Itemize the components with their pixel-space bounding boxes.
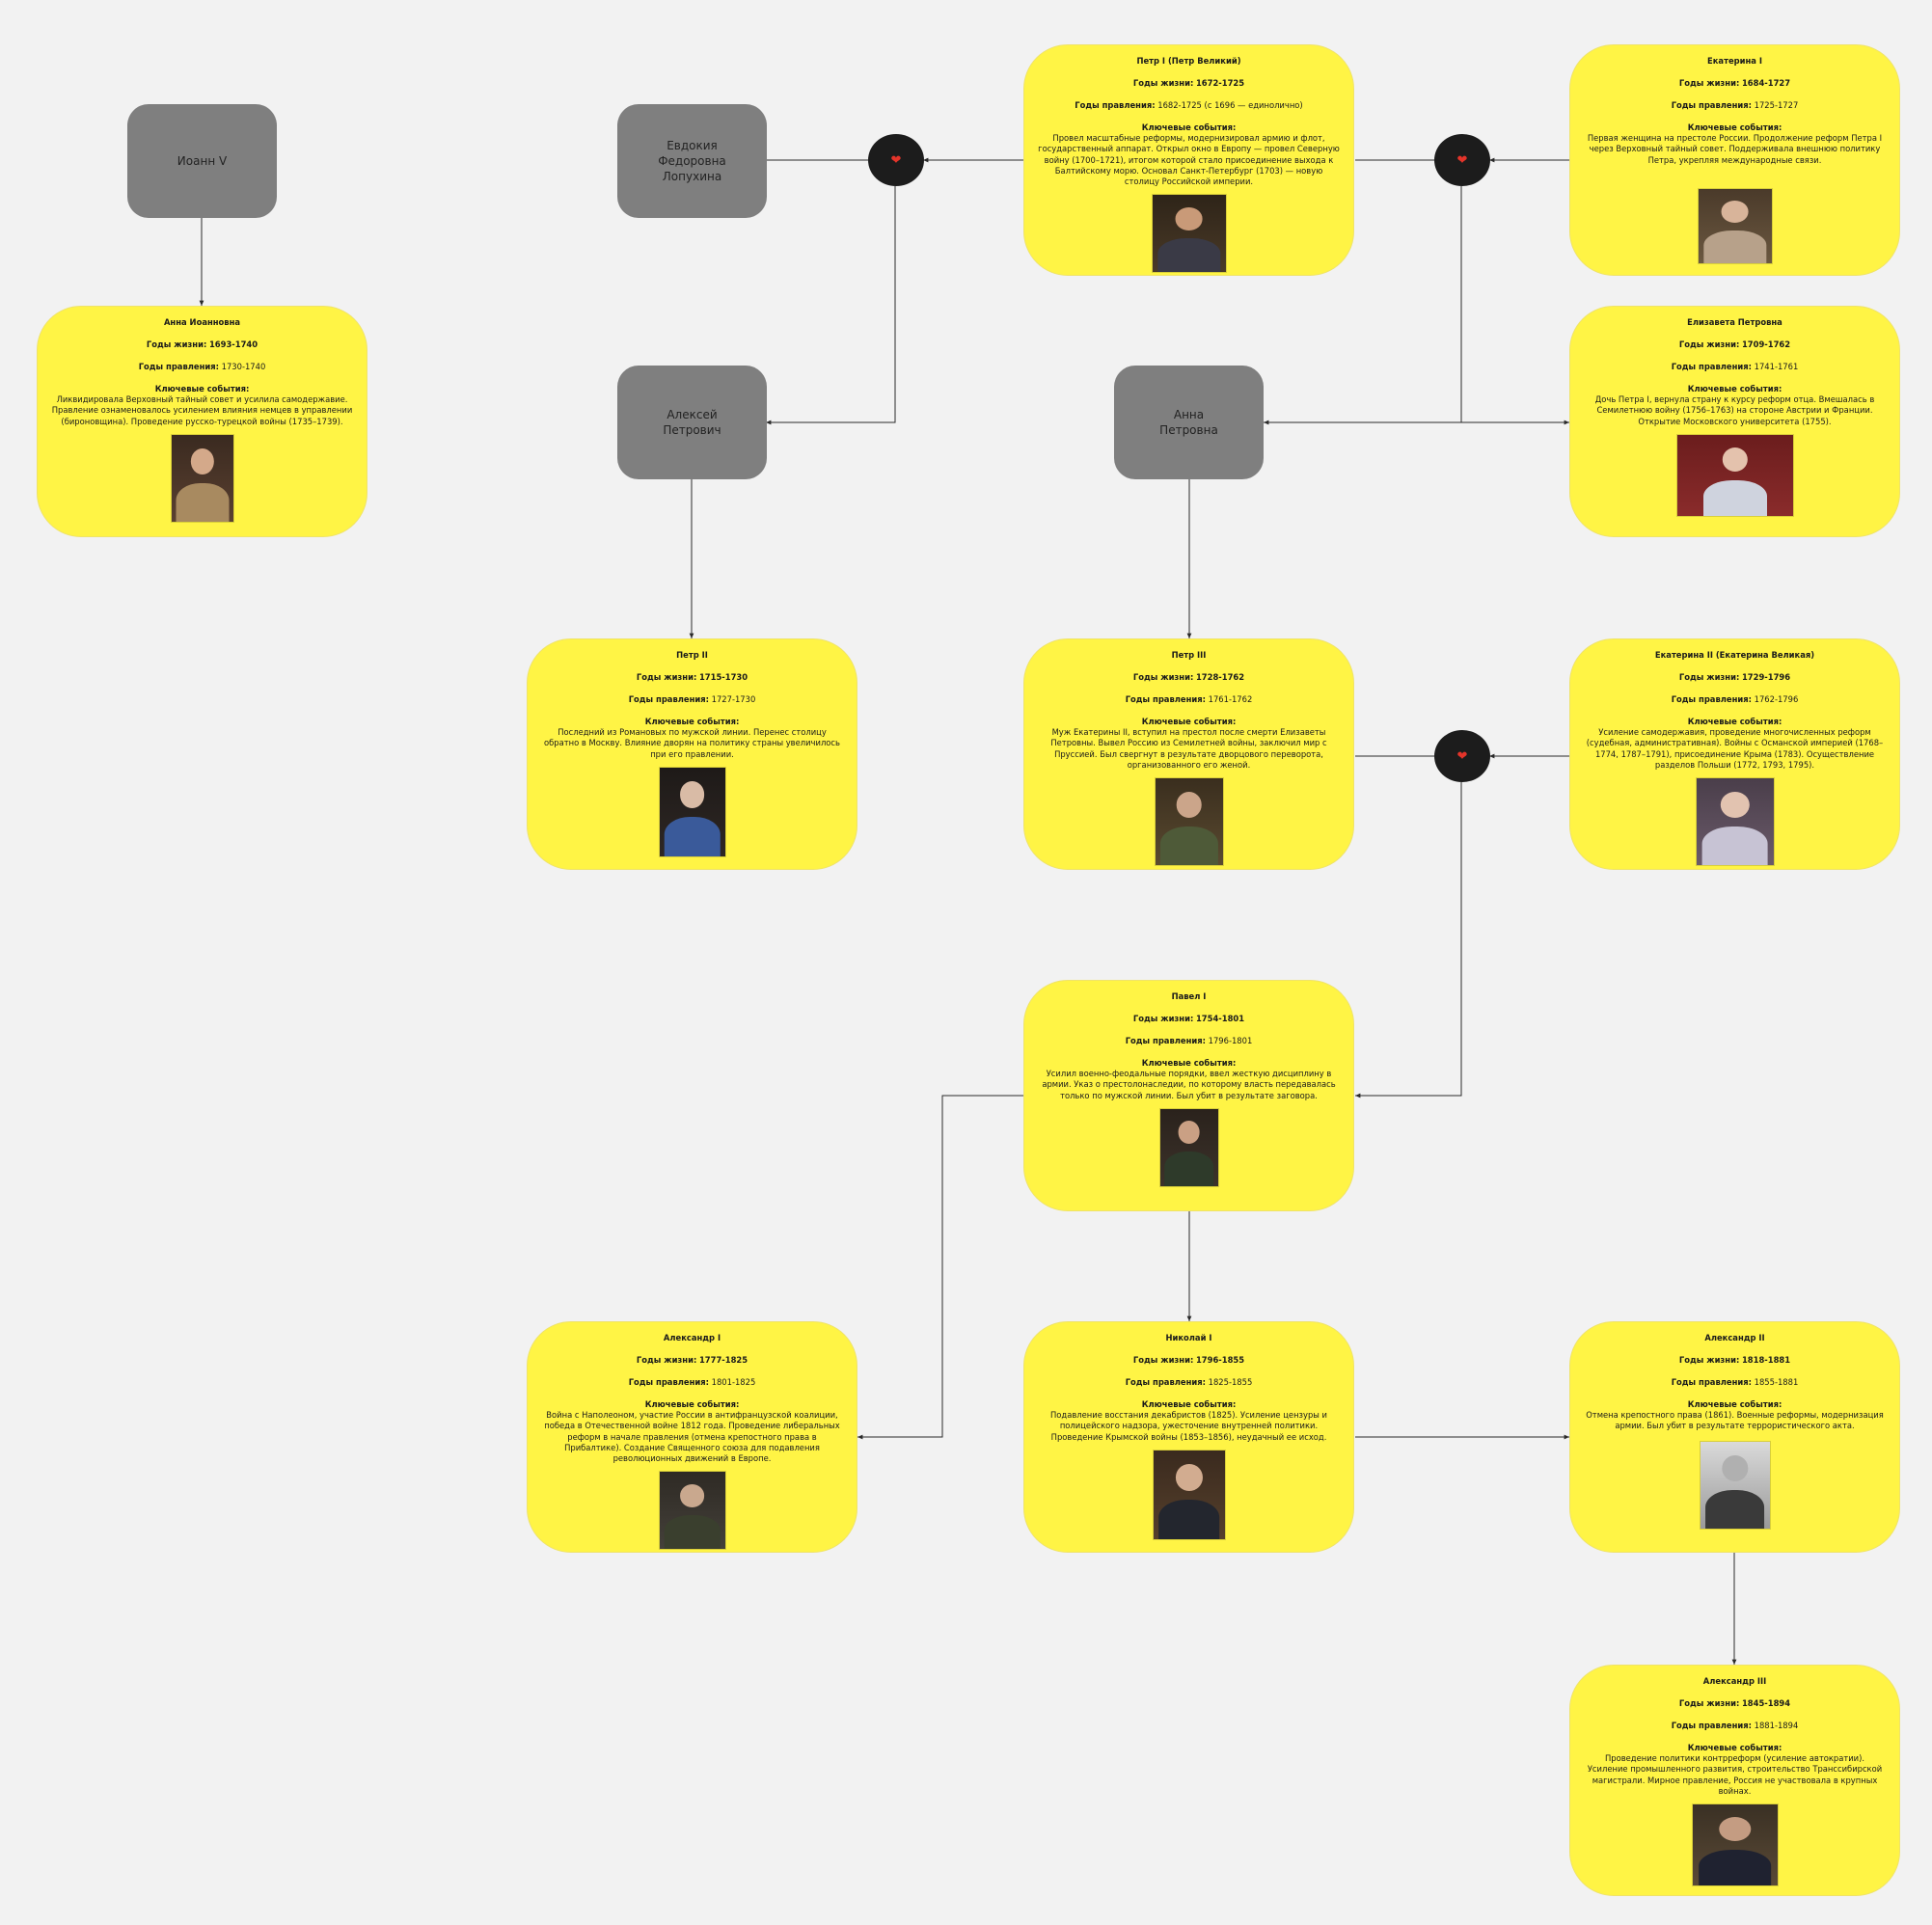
reign-years: Годы правления: 1725-1727 <box>1671 100 1799 111</box>
card-aleksandr-ii[interactable]: Александр II Годы жизни: 1818-1881 Годы … <box>1569 1321 1900 1553</box>
events-text: Подавление восстания декабристов (1825).… <box>1049 1410 1327 1442</box>
marriage-node-peter1-ekaterina1[interactable]: ❤ <box>1434 134 1490 186</box>
events-text: Провел масштабные реформы, модернизирова… <box>1038 133 1340 186</box>
life-years: Годы жизни: 1672-1725 <box>1132 78 1245 89</box>
reign-years: Годы правления: 1855-1881 <box>1671 1377 1799 1388</box>
events-heading: Ключевые события: <box>1687 384 1782 394</box>
events-text: Муж Екатерины II, вступил на престол пос… <box>1050 727 1327 770</box>
card-title: Александр II <box>1704 1333 1765 1342</box>
events-heading: Ключевые события: <box>1687 122 1782 133</box>
events-text: Отмена крепостного права (1861). Военные… <box>1586 1410 1884 1431</box>
reign-years: Годы правления: 1741-1761 <box>1671 362 1799 372</box>
reign-years: Годы правления: 1762-1796 <box>1671 694 1799 705</box>
card-title: Екатерина II (Екатерина Великая) <box>1654 650 1815 660</box>
edge-union-to-aleksey <box>766 186 896 425</box>
events-text: Дочь Петра I, вернула страну к курсу реф… <box>1594 394 1875 426</box>
events-text: Последний из Романовых по мужской линии.… <box>544 727 840 759</box>
card-ekaterina-i[interactable]: Екатерина I Годы жизни: 1684-1727 Годы п… <box>1569 44 1900 276</box>
node-aleksey-petrovich[interactable]: Алексей Петрович <box>617 366 767 479</box>
portrait-image <box>1692 1803 1778 1885</box>
events-text: Усилил военно-феодальные порядки, ввел ж… <box>1042 1069 1336 1100</box>
card-peter-i[interactable]: Петр I (Петр Великий) Годы жизни: 1672-1… <box>1023 44 1354 276</box>
card-title: Екатерина I <box>1707 56 1762 66</box>
card-title: Петр III <box>1171 650 1207 660</box>
life-years: Годы жизни: 1693-1740 <box>146 339 259 350</box>
portrait-image <box>1159 1108 1218 1186</box>
life-years: Годы жизни: 1729-1796 <box>1678 672 1791 683</box>
node-ioann-v[interactable]: Иоанн V <box>127 104 277 218</box>
events-text: Первая женщина на престоле России. Продо… <box>1587 133 1883 165</box>
events-heading: Ключевые события: <box>1141 1058 1237 1069</box>
card-title: Петр I (Петр Великий) <box>1136 56 1241 66</box>
reign-years: Годы правления: 1796-1801 <box>1125 1036 1253 1046</box>
events-heading: Ключевые события: <box>1141 122 1237 133</box>
card-anna-ioannovna[interactable]: Анна Иоанновна Годы жизни: 1693-1740 Год… <box>37 306 367 537</box>
reign-years: Годы правления: 1881-1894 <box>1671 1721 1799 1731</box>
events-text: Ликвидировала Верховный тайный совет и у… <box>51 394 353 426</box>
marriage-node-peter3-ekaterina2[interactable]: ❤ <box>1434 730 1490 782</box>
life-years: Годы жизни: 1845-1894 <box>1678 1698 1791 1709</box>
portrait-image <box>1153 1450 1225 1539</box>
reign-years: Годы правления: 1761-1762 <box>1125 694 1253 705</box>
edge-union3-to-pavel1 <box>1355 782 1462 1098</box>
events-text: Усиление самодержавия, проведение многоч… <box>1586 727 1884 770</box>
reign-years: Годы правления: 1825-1855 <box>1125 1377 1253 1388</box>
card-title: Николай I <box>1165 1333 1212 1342</box>
events-text: Война с Наполеоном, участие России в ант… <box>544 1410 840 1463</box>
heart-icon: ❤ <box>1456 152 1468 168</box>
events-heading: Ключевые события: <box>1687 717 1782 727</box>
card-ekaterina-ii[interactable]: Екатерина II (Екатерина Великая) Годы жи… <box>1569 638 1900 870</box>
life-years: Годы жизни: 1777-1825 <box>636 1355 748 1366</box>
card-pavel-i[interactable]: Павел I Годы жизни: 1754-1801 Годы правл… <box>1023 980 1354 1211</box>
life-years: Годы жизни: 1715-1730 <box>636 672 748 683</box>
reign-years: Годы правления: 1727-1730 <box>628 694 756 705</box>
events-heading: Ключевые события: <box>1687 1743 1782 1753</box>
reign-years: Годы правления: 1682-1725 (с 1696 — един… <box>1075 100 1303 111</box>
card-title: Анна Иоанновна <box>163 317 241 327</box>
heart-icon: ❤ <box>890 152 902 168</box>
card-title: Павел I <box>1171 991 1207 1001</box>
events-text: Проведение политики контрреформ (усилени… <box>1587 1753 1883 1796</box>
card-aleksandr-i[interactable]: Александр I Годы жизни: 1777-1825 Годы п… <box>527 1321 857 1553</box>
portrait-image <box>1155 777 1223 865</box>
card-aleksandr-iii[interactable]: Александр III Годы жизни: 1845-1894 Годы… <box>1569 1665 1900 1896</box>
card-title: Александр III <box>1702 1676 1767 1686</box>
card-peter-ii[interactable]: Петр II Годы жизни: 1715-1730 Годы правл… <box>527 638 857 870</box>
marriage-node-peter1-evdokia[interactable]: ❤ <box>868 134 924 186</box>
node-evdokia-lopukhina[interactable]: Евдокия Федоровна Лопухина <box>617 104 767 218</box>
portrait-image <box>171 434 233 522</box>
edge-pavel1-to-aleksandr1 <box>857 1095 1023 1440</box>
card-peter-iii[interactable]: Петр III Годы жизни: 1728-1762 Годы прав… <box>1023 638 1354 870</box>
portrait-image <box>659 767 725 856</box>
card-title: Елизавета Петровна <box>1687 317 1782 327</box>
life-years: Годы жизни: 1728-1762 <box>1132 672 1245 683</box>
portrait-image <box>1698 188 1772 263</box>
life-years: Годы жизни: 1796-1855 <box>1132 1355 1245 1366</box>
portrait-image <box>1700 1441 1770 1529</box>
node-anna-petrovna[interactable]: Анна Петровна <box>1114 366 1264 479</box>
portrait-image <box>1152 194 1226 272</box>
reign-years: Годы правления: 1730-1740 <box>138 362 266 372</box>
heart-icon: ❤ <box>1456 748 1468 764</box>
events-heading: Ключевые события: <box>1141 717 1237 727</box>
events-heading: Ключевые события: <box>154 384 250 394</box>
reign-years: Годы правления: 1801-1825 <box>628 1377 756 1388</box>
portrait-image <box>659 1471 725 1549</box>
portrait-image <box>1696 777 1774 865</box>
events-heading: Ключевые события: <box>1141 1399 1237 1410</box>
portrait-image <box>1676 434 1793 516</box>
life-years: Годы жизни: 1818-1881 <box>1678 1355 1791 1366</box>
card-nikolai-i[interactable]: Николай I Годы жизни: 1796-1855 Годы пра… <box>1023 1321 1354 1553</box>
events-heading: Ключевые события: <box>644 1399 740 1410</box>
card-title: Петр II <box>676 650 708 660</box>
life-years: Годы жизни: 1684-1727 <box>1678 78 1791 89</box>
card-elizaveta-petrovna[interactable]: Елизавета Петровна Годы жизни: 1709-1762… <box>1569 306 1900 537</box>
events-heading: Ключевые события: <box>644 717 740 727</box>
events-heading: Ключевые события: <box>1687 1399 1782 1410</box>
life-years: Годы жизни: 1754-1801 <box>1132 1014 1245 1024</box>
card-title: Александр I <box>663 1333 721 1342</box>
life-years: Годы жизни: 1709-1762 <box>1678 339 1791 350</box>
